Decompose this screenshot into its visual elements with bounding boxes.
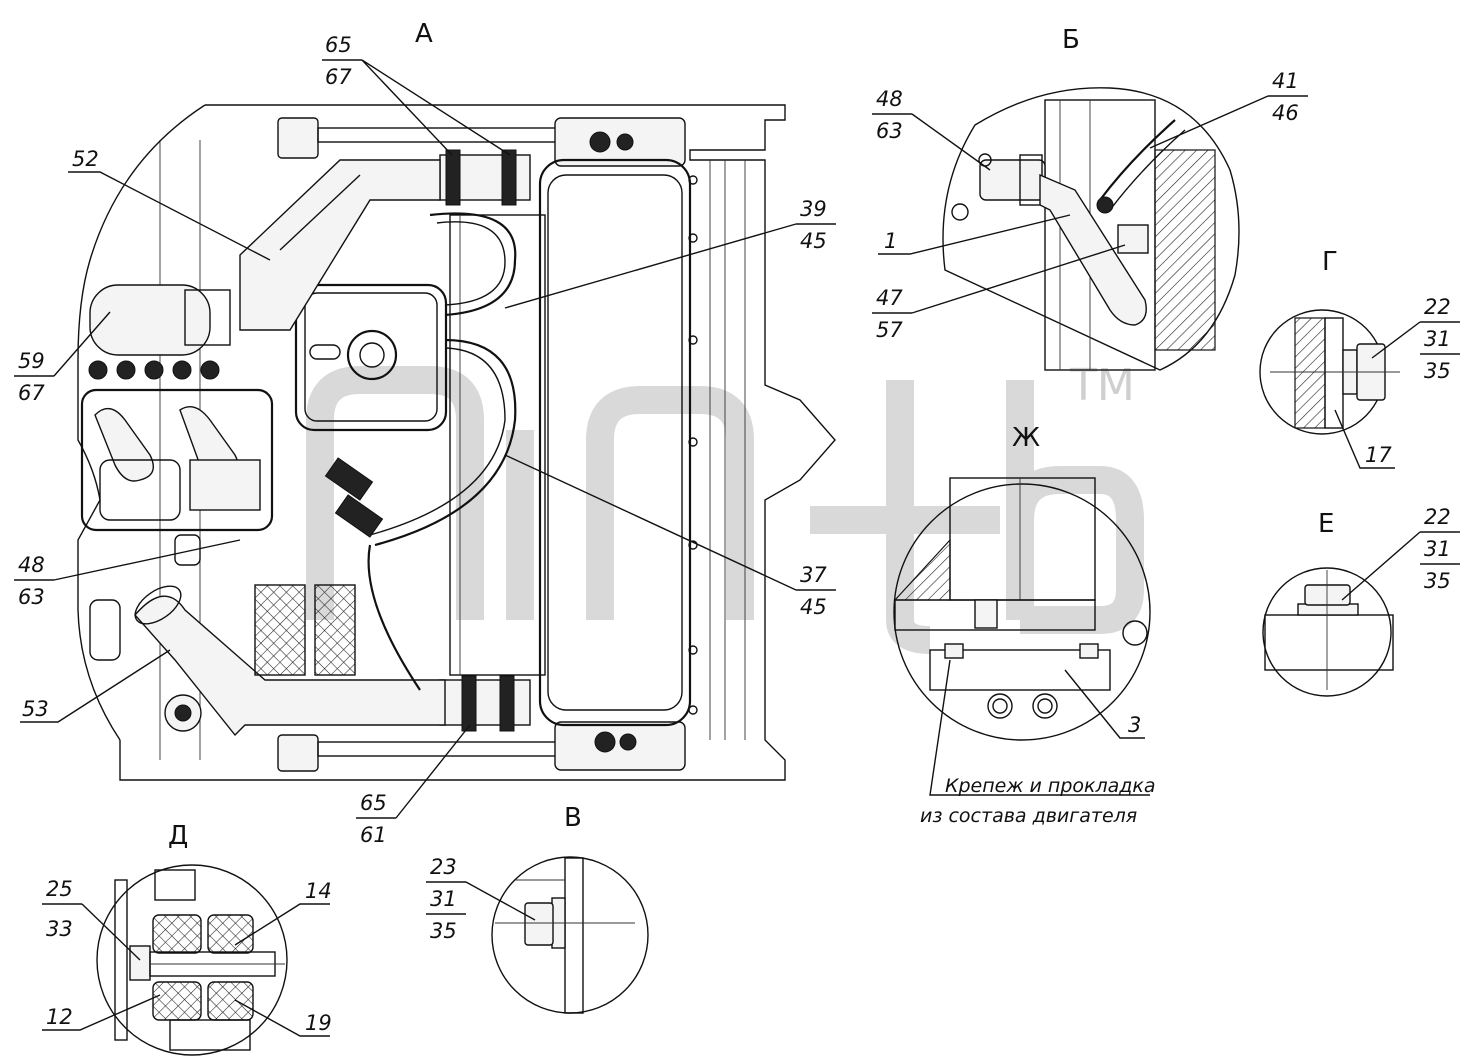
callout-3: 3: [1128, 713, 1141, 737]
callout-48-b: 48: [876, 87, 903, 111]
view-a-main-assembly: [77, 104, 836, 781]
callout-63-b: 63: [876, 119, 903, 143]
trademark-text: TM: [1069, 360, 1135, 411]
view-e-letter: Е: [1318, 509, 1334, 539]
view-d-letter: Д: [168, 821, 188, 851]
callout-63-left: 63: [18, 585, 45, 609]
view-b-detail: Б 48 63 41 46 1 47 57: [872, 25, 1308, 371]
callout-53: 53: [22, 697, 49, 721]
callout-23: 23: [430, 855, 457, 879]
callout-46: 46: [1272, 101, 1299, 125]
callout-61: 61: [360, 823, 387, 847]
callout-17: 17: [1365, 443, 1392, 467]
view-a-callouts: А 65 67 52 59 67 48 63 53 39 45 37 45 65…: [14, 19, 836, 847]
view-g-detail: Г 22 31 35 17: [1259, 247, 1460, 469]
callout-67-left: 67: [18, 381, 45, 405]
callout-22-e: 22: [1424, 505, 1451, 529]
callout-14: 14: [305, 879, 332, 903]
callout-67-top: 67: [325, 65, 352, 89]
view-b-letter: Б: [1062, 25, 1080, 55]
callout-52: 52: [72, 147, 99, 171]
callout-47: 47: [876, 286, 903, 310]
callout-35-g: 35: [1424, 359, 1451, 383]
callout-31-v: 31: [430, 887, 457, 911]
watermark: TM: [306, 360, 1144, 654]
callout-35-v: 35: [430, 919, 457, 943]
callout-22-g: 22: [1424, 295, 1451, 319]
view-zh-detail: Ж 3 Крепеж и прокладка из состава двигат…: [893, 423, 1156, 827]
callout-39: 39: [800, 197, 827, 221]
view-e-detail: Е 22 31 35: [1262, 505, 1460, 697]
callout-65-bottom: 65: [360, 791, 387, 815]
view-v-detail: В 23 31 35: [426, 803, 649, 1014]
callout-37: 37: [800, 563, 827, 587]
callout-35-e: 35: [1424, 569, 1451, 593]
callout-65-top: 65: [325, 33, 352, 57]
callout-1: 1: [884, 229, 897, 253]
view-d-detail: Д 25 33 14 12 19: [42, 821, 332, 1056]
callout-19: 19: [305, 1011, 332, 1035]
callout-59: 59: [18, 349, 45, 373]
view-g-letter: Г: [1322, 247, 1338, 277]
callout-31-g: 31: [1424, 327, 1451, 351]
callout-41: 41: [1272, 69, 1299, 93]
view-a-letter: А: [415, 19, 433, 49]
callout-45-top: 45: [800, 229, 827, 253]
callout-25: 25: [46, 877, 73, 901]
callout-45-bottom: 45: [800, 595, 827, 619]
view-zh-letter: Ж: [1012, 423, 1040, 453]
view-v-letter: В: [564, 803, 582, 833]
note-line-1: Крепеж и прокладка: [945, 775, 1156, 797]
note-line-2: из состава двигателя: [920, 805, 1137, 827]
callout-48-left: 48: [18, 553, 45, 577]
callout-33: 33: [46, 917, 73, 941]
callout-31-e: 31: [1424, 537, 1451, 561]
callout-12: 12: [46, 1005, 73, 1029]
callout-57: 57: [876, 318, 903, 342]
